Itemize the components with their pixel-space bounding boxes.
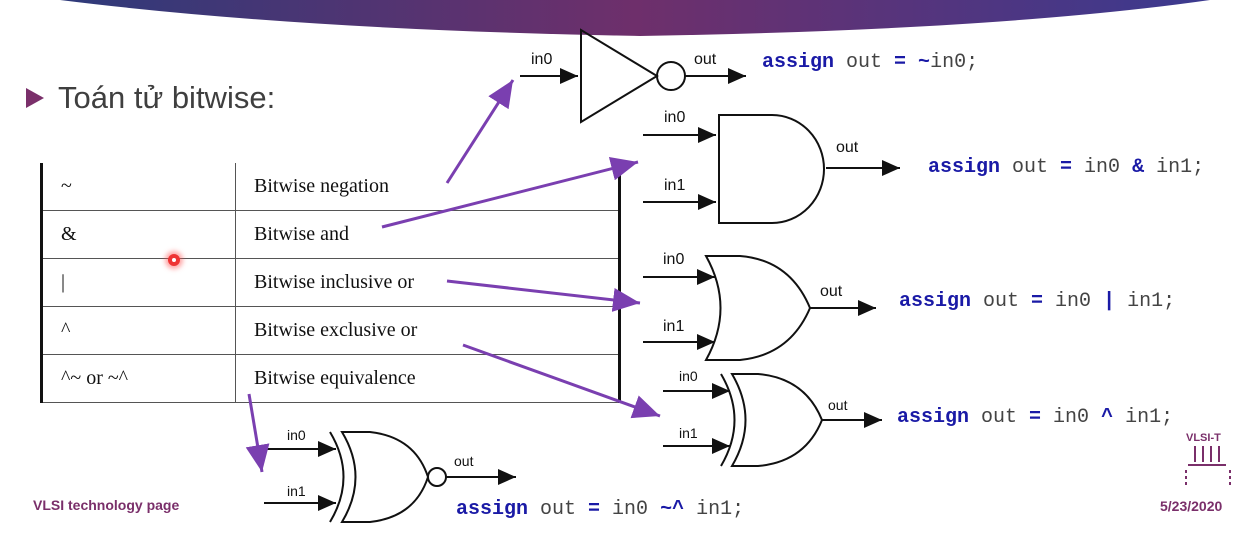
table-row: | Bitwise inclusive or bbox=[40, 258, 621, 307]
signal-label-out: out bbox=[836, 139, 859, 156]
code-keyword: assign bbox=[899, 290, 972, 313]
table-row: ^~ or ~^ Bitwise equivalence bbox=[40, 354, 621, 403]
code-operator: = bbox=[1029, 406, 1042, 429]
code-or: assign out = in0 | in1; bbox=[899, 290, 1175, 313]
operator-symbol: ^ bbox=[40, 306, 236, 355]
operator-table: ~ Bitwise negation & Bitwise and | Bitwi… bbox=[40, 163, 621, 403]
table-row: ^ Bitwise exclusive or bbox=[40, 306, 621, 355]
signal-label-out: out bbox=[828, 397, 848, 413]
code-text: in0 bbox=[1072, 156, 1133, 179]
code-operator: & bbox=[1132, 156, 1145, 179]
code-keyword: assign bbox=[897, 406, 970, 429]
footer-date: 5/23/2020 bbox=[1160, 498, 1223, 514]
code-text: in1; bbox=[1115, 290, 1176, 313]
code-operator: = bbox=[894, 51, 907, 74]
operator-symbol: ^~ or ~^ bbox=[40, 354, 236, 403]
code-xor: assign out = in0 ^ in1; bbox=[897, 406, 1173, 429]
code-text: in1; bbox=[684, 498, 745, 521]
signal-label-in0: in0 bbox=[531, 51, 553, 68]
signal-label-out: out bbox=[454, 453, 474, 469]
signal-label-in1: in1 bbox=[663, 318, 685, 335]
code-text: in0 bbox=[1041, 406, 1102, 429]
operator-description: Bitwise and bbox=[235, 210, 621, 259]
pointer-cursor-icon bbox=[168, 254, 180, 266]
operator-symbol: | bbox=[40, 258, 236, 307]
xor-gate-icon bbox=[663, 373, 882, 467]
signal-label-in0: in0 bbox=[287, 427, 306, 443]
code-keyword: assign bbox=[928, 156, 1001, 179]
heading-text: Toán tử bitwise: bbox=[58, 80, 276, 115]
and-gate-icon bbox=[643, 114, 900, 224]
slide-heading: Toán tử bitwise: bbox=[26, 80, 275, 116]
signal-label-in0: in0 bbox=[663, 251, 685, 268]
code-text: out bbox=[834, 51, 895, 74]
code-keyword: assign bbox=[762, 51, 835, 74]
code-text: out bbox=[528, 498, 589, 521]
code-operator: = bbox=[1031, 290, 1044, 313]
signal-label-out: out bbox=[694, 51, 717, 68]
code-text: in0; bbox=[930, 51, 979, 74]
code-keyword: assign bbox=[456, 498, 529, 521]
code-operator: | bbox=[1103, 290, 1116, 313]
footer-source: VLSI technology page bbox=[33, 497, 180, 513]
code-text: out bbox=[971, 290, 1032, 313]
code-xnor: assign out = in0 ~^ in1; bbox=[456, 498, 744, 521]
code-text: in1; bbox=[1113, 406, 1174, 429]
or-gate-icon bbox=[643, 255, 876, 361]
operator-symbol: & bbox=[40, 210, 236, 259]
code-operator: ^ bbox=[1101, 406, 1114, 429]
pointer-arrows bbox=[245, 79, 661, 473]
code-text: in0 bbox=[1043, 290, 1104, 313]
operator-symbol: ~ bbox=[40, 163, 236, 211]
code-operator: ~ bbox=[906, 51, 931, 74]
code-text: out bbox=[1000, 156, 1061, 179]
code-operator: = bbox=[1060, 156, 1073, 179]
title-banner bbox=[60, 0, 1210, 36]
code-operator: = bbox=[588, 498, 601, 521]
operator-description: Bitwise exclusive or bbox=[235, 306, 621, 355]
code-text: out bbox=[969, 406, 1030, 429]
bullet-arrow-icon bbox=[26, 88, 44, 108]
signal-label-in0: in0 bbox=[679, 368, 698, 384]
table-row: ~ Bitwise negation bbox=[40, 163, 621, 211]
signal-label-in1: in1 bbox=[664, 177, 686, 194]
code-and: assign out = in0 & in1; bbox=[928, 156, 1204, 179]
signal-label-in1: in1 bbox=[679, 425, 698, 441]
operator-description: Bitwise inclusive or bbox=[235, 258, 621, 307]
code-text: in1; bbox=[1144, 156, 1205, 179]
code-not: assign out = ~in0; bbox=[762, 51, 978, 74]
operator-description: Bitwise negation bbox=[235, 163, 621, 211]
not-gate-icon bbox=[520, 28, 746, 124]
code-operator: ~^ bbox=[660, 498, 685, 521]
signal-label-out: out bbox=[820, 283, 843, 300]
logo-text: VLSI-T bbox=[1186, 432, 1221, 444]
xnor-gate-icon bbox=[264, 431, 516, 523]
signal-label-in0: in0 bbox=[664, 109, 686, 126]
code-text: in0 bbox=[600, 498, 661, 521]
vlsi-logo-icon bbox=[1185, 446, 1231, 486]
table-row: & Bitwise and bbox=[40, 210, 621, 259]
signal-label-in1: in1 bbox=[287, 483, 306, 499]
